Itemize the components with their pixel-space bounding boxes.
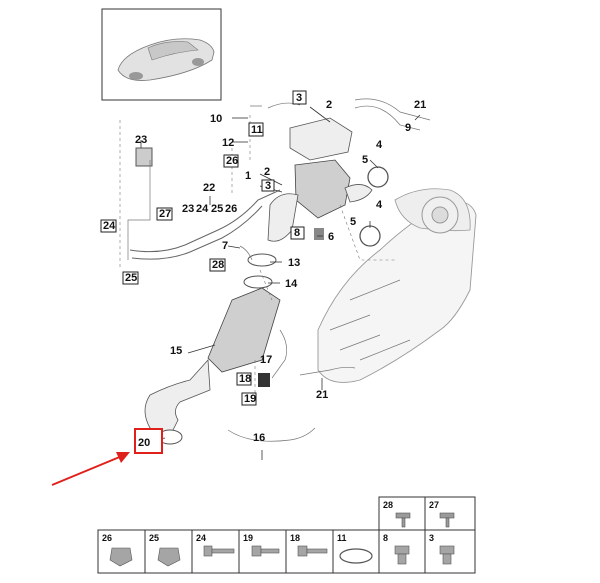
clamp-5-upper — [367, 166, 389, 188]
sensor-17 — [258, 373, 270, 387]
callout-24b: 24 — [196, 203, 209, 215]
callout-14: 14 — [285, 278, 298, 290]
callout-5a: 5 — [362, 154, 368, 166]
callout-25a: 25 — [125, 272, 137, 284]
callout-5b: 5 — [350, 216, 356, 228]
callout-10: 10 — [210, 113, 222, 125]
legend-27: 27 — [429, 500, 439, 510]
legend-3: 3 — [429, 533, 434, 543]
callout-26b: 26 — [225, 203, 237, 215]
callout-16: 16 — [253, 432, 265, 444]
red-pointer-arrow — [51, 452, 130, 486]
legend-8: 8 — [383, 533, 388, 543]
legend-24: 24 — [196, 533, 206, 543]
callout-3a: 3 — [296, 92, 302, 104]
legend-19: 19 — [243, 533, 253, 543]
callout-4a: 4 — [376, 139, 383, 151]
callout-7: 7 — [222, 240, 228, 252]
fastener-legend: 28 27 26 25 24 19 18 11 8 3 — [97, 496, 476, 574]
callout-21b: 21 — [316, 389, 328, 401]
callout-23a: 23 — [135, 134, 147, 146]
gasket-14 — [243, 275, 273, 289]
sensor-6 — [314, 228, 324, 240]
boxed-callouts: 3 11 26 3 8 27 24 28 25 18 19 — [100, 90, 307, 406]
legend-28: 28 — [383, 500, 393, 510]
callout-1: 1 — [245, 170, 251, 182]
legend-25: 25 — [149, 533, 159, 543]
callout-6: 6 — [328, 231, 334, 243]
callout-24a: 24 — [103, 220, 116, 232]
callout-18: 18 — [239, 373, 251, 385]
legend-18: 18 — [290, 533, 300, 543]
sensor-23 — [135, 147, 153, 167]
callout-8: 8 — [294, 227, 300, 239]
pre-catalytic-converter — [294, 159, 351, 219]
vehicle-thumbnail — [101, 8, 222, 101]
heat-shield — [289, 117, 353, 161]
callout-labels: 10 12 1 2 2 4 5 4 5 6 7 13 14 15 17 16 2… — [135, 99, 426, 444]
highlighted-callout-20: 20 — [134, 428, 163, 454]
callout-9: 9 — [405, 122, 411, 134]
callout-23b: 23 — [182, 203, 194, 215]
exhaust-pipe — [144, 359, 211, 437]
callout-28: 28 — [212, 259, 224, 271]
callout-15: 15 — [170, 345, 182, 357]
callout-2b: 2 — [264, 166, 270, 178]
gasket-13 — [247, 253, 277, 267]
callout-26a: 26 — [226, 155, 238, 167]
callout-12: 12 — [222, 137, 234, 149]
callout-17: 17 — [260, 354, 272, 366]
legend-11: 11 — [337, 533, 347, 543]
legend-26: 26 — [102, 533, 112, 543]
callout-21a: 21 — [414, 99, 426, 111]
callout-20: 20 — [138, 437, 150, 449]
callout-4b: 4 — [376, 199, 383, 211]
callout-2a: 2 — [326, 99, 332, 111]
callout-3b: 3 — [265, 180, 271, 192]
callout-13: 13 — [288, 257, 300, 269]
callout-19: 19 — [244, 393, 256, 405]
callout-27: 27 — [159, 208, 171, 220]
transmission-housing — [317, 188, 477, 383]
callout-11: 11 — [251, 124, 263, 136]
callout-22: 22 — [203, 182, 215, 194]
clamp-5-lower — [359, 225, 381, 247]
callout-25b: 25 — [211, 203, 223, 215]
